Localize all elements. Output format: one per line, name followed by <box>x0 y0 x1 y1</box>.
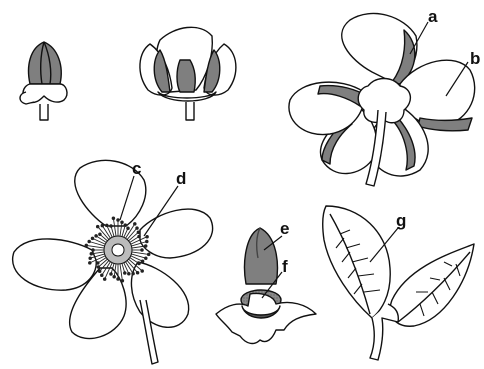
stamen-anther <box>91 237 94 240</box>
label-g: g <box>396 211 406 230</box>
label-a: a <box>428 7 438 26</box>
style-top <box>112 244 124 256</box>
stamen-anther <box>90 253 93 256</box>
bud-shade-center <box>177 60 195 92</box>
stamen-anther <box>110 273 113 276</box>
stamen-anther <box>89 262 92 265</box>
label-d: d <box>176 169 186 188</box>
opening-bud <box>140 27 236 120</box>
stamen-anther <box>103 278 106 281</box>
stamen-anther <box>145 257 148 260</box>
stamen-anther <box>101 274 104 277</box>
leaf-right <box>390 244 474 326</box>
stamen-anther <box>134 223 137 226</box>
stamen-anther <box>124 224 127 227</box>
stamen-anther <box>132 272 135 275</box>
stamen-anther <box>110 225 113 228</box>
stamen-anther <box>117 278 120 281</box>
stamen-anther <box>88 240 91 243</box>
stamen-anther <box>112 217 115 220</box>
calyptra-on-calyx <box>216 228 316 343</box>
label-f: f <box>282 257 288 276</box>
stamen-anther <box>138 262 141 265</box>
leaf-left <box>323 206 391 318</box>
stamen-anther <box>128 272 131 275</box>
stamen-anther <box>85 244 88 247</box>
stamen-anther <box>146 240 149 243</box>
label-c: c <box>132 159 141 178</box>
bud-shaded-body <box>29 42 62 84</box>
stamen-anther <box>97 266 100 269</box>
stamen-anther <box>141 270 144 273</box>
stamen-anther <box>95 235 98 238</box>
stamen-anther <box>96 225 99 228</box>
label-b: b <box>470 49 480 68</box>
stamen-anther <box>117 219 120 222</box>
stamen-anther <box>92 249 95 252</box>
stamen-anther <box>144 245 147 248</box>
bud-stalk <box>40 104 48 120</box>
front-petal-bottom-right <box>131 262 188 327</box>
calyx-lobes <box>216 293 316 343</box>
stamen-anther <box>98 270 101 273</box>
stamen-anther <box>141 260 144 263</box>
front-petal-right <box>140 209 213 258</box>
open-flower-back-view <box>289 13 475 186</box>
stamen-anther <box>136 271 139 274</box>
stamen-anther <box>121 279 124 282</box>
label-e: e <box>280 219 289 238</box>
stamen-anther <box>146 235 149 238</box>
open-flower-front-view <box>13 160 213 364</box>
stamen-anther <box>89 257 92 260</box>
stamen-filament <box>130 253 146 258</box>
back-shade-right <box>418 118 472 131</box>
front-petal-left <box>13 239 97 290</box>
stamen-anther <box>127 227 130 230</box>
closed-bud <box>20 42 67 120</box>
stamen-anther <box>106 224 109 227</box>
calyptra-body <box>245 228 278 284</box>
stamen-anther <box>147 253 150 256</box>
stamen-anther <box>141 249 144 252</box>
stamen-anther <box>121 221 124 224</box>
stamen-anther <box>99 233 102 236</box>
stamen-anther <box>101 224 104 227</box>
bud-stalk-2 <box>186 102 194 120</box>
stamen-anther <box>113 275 116 278</box>
stamen-anther <box>138 235 141 238</box>
stamen-anther <box>124 272 127 275</box>
stamen-anther <box>136 227 139 230</box>
stamen-anther <box>97 262 100 265</box>
stamen-anther <box>137 231 140 234</box>
